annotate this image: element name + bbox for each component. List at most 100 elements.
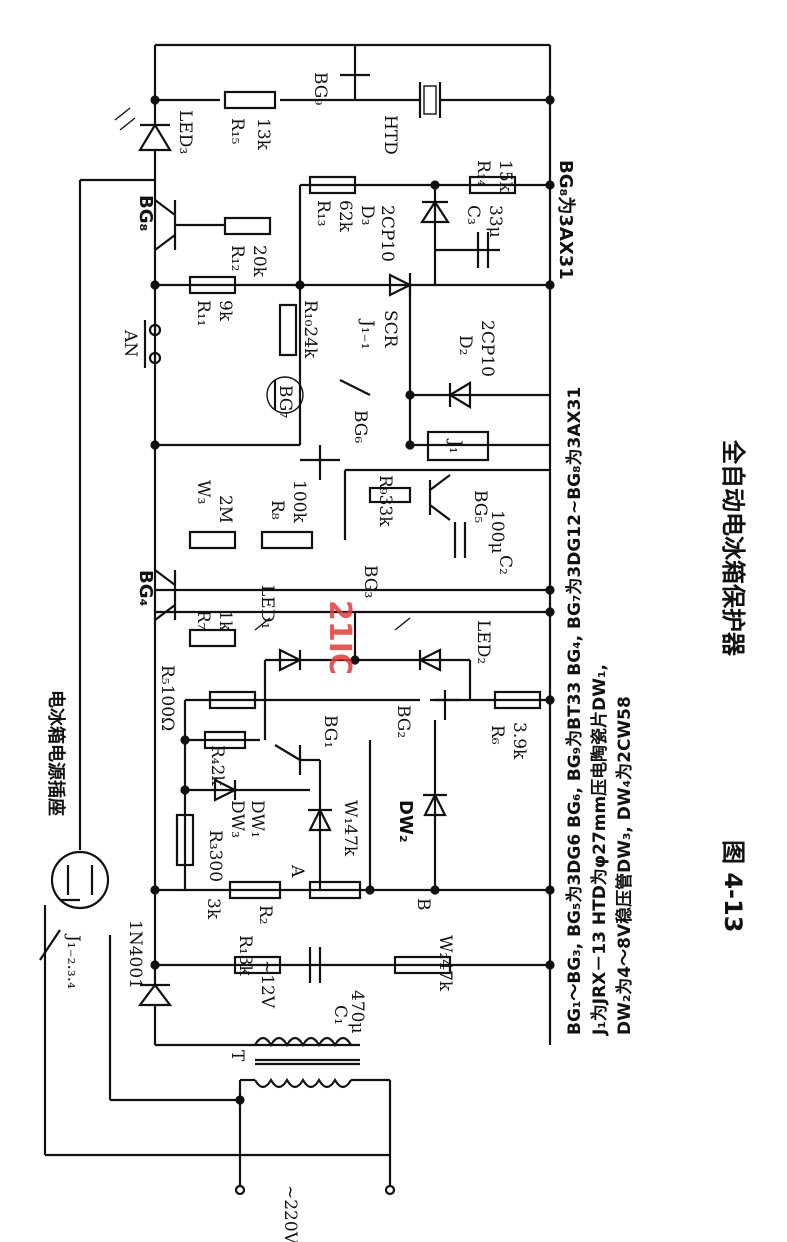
label-w3: W₃: [193, 480, 213, 504]
label-bg5: BG₅: [470, 490, 490, 523]
label-socket: 电冰箱电源插座: [45, 690, 67, 816]
label-r15-val: 13k: [253, 118, 273, 151]
label-bg2: BG₂: [393, 705, 413, 738]
resistor-w2: [393, 955, 452, 975]
label-bg6: BG₆: [350, 410, 370, 443]
label-w3-val: 2M: [215, 495, 235, 523]
label-1n4001: 1N4001: [125, 920, 145, 989]
label-d2: D₂: [455, 335, 475, 355]
component-labels: BG₉ R₁₅ 13k LED₃ HTD R₁₄ 15k BG₈为3AX31 R…: [45, 72, 577, 1242]
label-c3-val: 33μ: [485, 205, 505, 238]
label-r13-val: 62k: [335, 200, 355, 233]
caption-title: 全自动电冰箱保护器: [719, 439, 747, 657]
resistor-r6: [493, 690, 542, 710]
resistor-w3: [188, 530, 237, 550]
label-htd: HTD: [380, 115, 400, 155]
resistor-r3: [175, 813, 195, 867]
label-bg1: BG₁: [320, 715, 340, 748]
label-c1-val: 470μ: [347, 990, 367, 1034]
resistor-r2: [228, 880, 282, 900]
transistors: [154, 45, 460, 775]
label-r9: R₉33k: [375, 475, 395, 527]
transformer: [240, 1036, 392, 1155]
figure-caption: 图 4-13 全自动电冰箱保护器: [719, 439, 747, 932]
label-mains: ~220V: [280, 1185, 300, 1242]
resistor-r15: [223, 90, 277, 110]
caption-figure-number: 图 4-13: [719, 840, 747, 932]
label-transformer: T: [227, 1050, 247, 1062]
label-bg3: BG₃: [360, 565, 380, 598]
label-dw2: DW₂: [395, 800, 416, 843]
label-r1: R₁3k: [235, 935, 255, 976]
label-secondary: ~12V: [257, 960, 277, 1009]
label-led1: LED₁: [257, 585, 277, 629]
resistor-r8: [260, 530, 314, 550]
resistor-r12: [223, 216, 272, 236]
resistor-r11: [188, 275, 237, 295]
label-bg7: BG₇: [275, 385, 295, 418]
label-r2: R₂: [255, 905, 275, 925]
junction-dots: [150, 95, 555, 1196]
wiring: [43, 43, 552, 1190]
label-an: AN: [120, 329, 140, 357]
label-j1: J₁: [445, 438, 465, 454]
watermark-logo: 21IC: [322, 600, 357, 675]
label-r2-val: 3k: [203, 898, 223, 920]
label-j11: J₁₋₁: [357, 318, 377, 349]
an-button: [143, 320, 162, 368]
label-w1: W₁47k: [340, 800, 360, 857]
label-relay-contact: J₁₋₂.₃.₄: [63, 933, 83, 989]
resistor-w1: [308, 880, 362, 900]
label-bg-note-side: BG₈为3AX31: [555, 160, 577, 280]
label-c2: C₂: [495, 555, 515, 575]
label-r11: R₁₁: [193, 300, 213, 326]
label-r14: R₁₄: [473, 160, 493, 187]
label-r4: R₄2k: [207, 745, 227, 786]
label-bg4: BG₄: [135, 570, 156, 606]
socket: [50, 850, 110, 910]
label-d3: D₃: [357, 205, 377, 225]
component-notes: BG₁～BG₃, BG₅为3DG6 BG₆, BG₉为BT33 BG₄, BG₇…: [564, 387, 635, 1036]
label-r15: R₁₅: [227, 118, 247, 145]
note-line-1: BG₁～BG₃, BG₅为3DG6 BG₆, BG₉为BT33 BG₄, BG₇…: [564, 387, 585, 1035]
resistor-r9: [368, 486, 412, 504]
label-c2-val: 100μ: [487, 510, 507, 554]
resistor-r14: [468, 175, 517, 195]
label-c3: C₃: [463, 205, 483, 225]
resistor-r4: [203, 730, 247, 750]
label-d2-val: 2CP10: [477, 320, 497, 377]
label-r10: R₁₀24k: [300, 300, 320, 359]
note-line-2: J₁为JRX－13 HTD为φ27mm压电陶瓷片DW₁,: [589, 664, 610, 1036]
label-r6: R₆: [487, 725, 507, 745]
relay-j1: [39, 379, 490, 961]
resistor-r7: [188, 628, 237, 648]
resistor-r1: [233, 955, 282, 975]
label-led2: LED₂: [473, 620, 493, 664]
label-bg8: BG₈: [135, 195, 156, 231]
label-a: A: [287, 864, 307, 878]
label-r8: R₈: [267, 500, 287, 520]
label-r3: R₃300: [205, 830, 225, 882]
capacitors: [308, 82, 490, 983]
label-r6-val: 3.9k: [509, 722, 529, 760]
label-dw1: DW₁: [247, 800, 267, 838]
label-r8-val: 100k: [289, 480, 309, 523]
label-led3: LED₃: [175, 110, 195, 154]
resistor-r13: [308, 175, 357, 195]
label-r11-val: 9k: [215, 300, 235, 322]
label-r13: R₁₃: [313, 200, 333, 226]
label-d3-val: 2CP10: [377, 205, 397, 262]
label-r12-val: 20k: [249, 245, 269, 278]
label-dw3: DW₃: [227, 800, 247, 838]
label-r7-val: 1k: [215, 610, 235, 632]
diodes: [114, 107, 472, 1007]
label-bg9: BG₉: [310, 72, 330, 105]
label-r5: R₅100Ω: [157, 665, 177, 731]
label-w2: W₂47k: [435, 935, 455, 992]
resistor-r10: [278, 303, 298, 357]
label-c1: C₁: [330, 1005, 350, 1025]
label-r7: R₇: [193, 610, 213, 630]
note-line-3: DW₂为4～8V稳压管DW₃, DW₄为2CW58: [614, 696, 635, 1035]
resistor-r5: [208, 690, 257, 710]
